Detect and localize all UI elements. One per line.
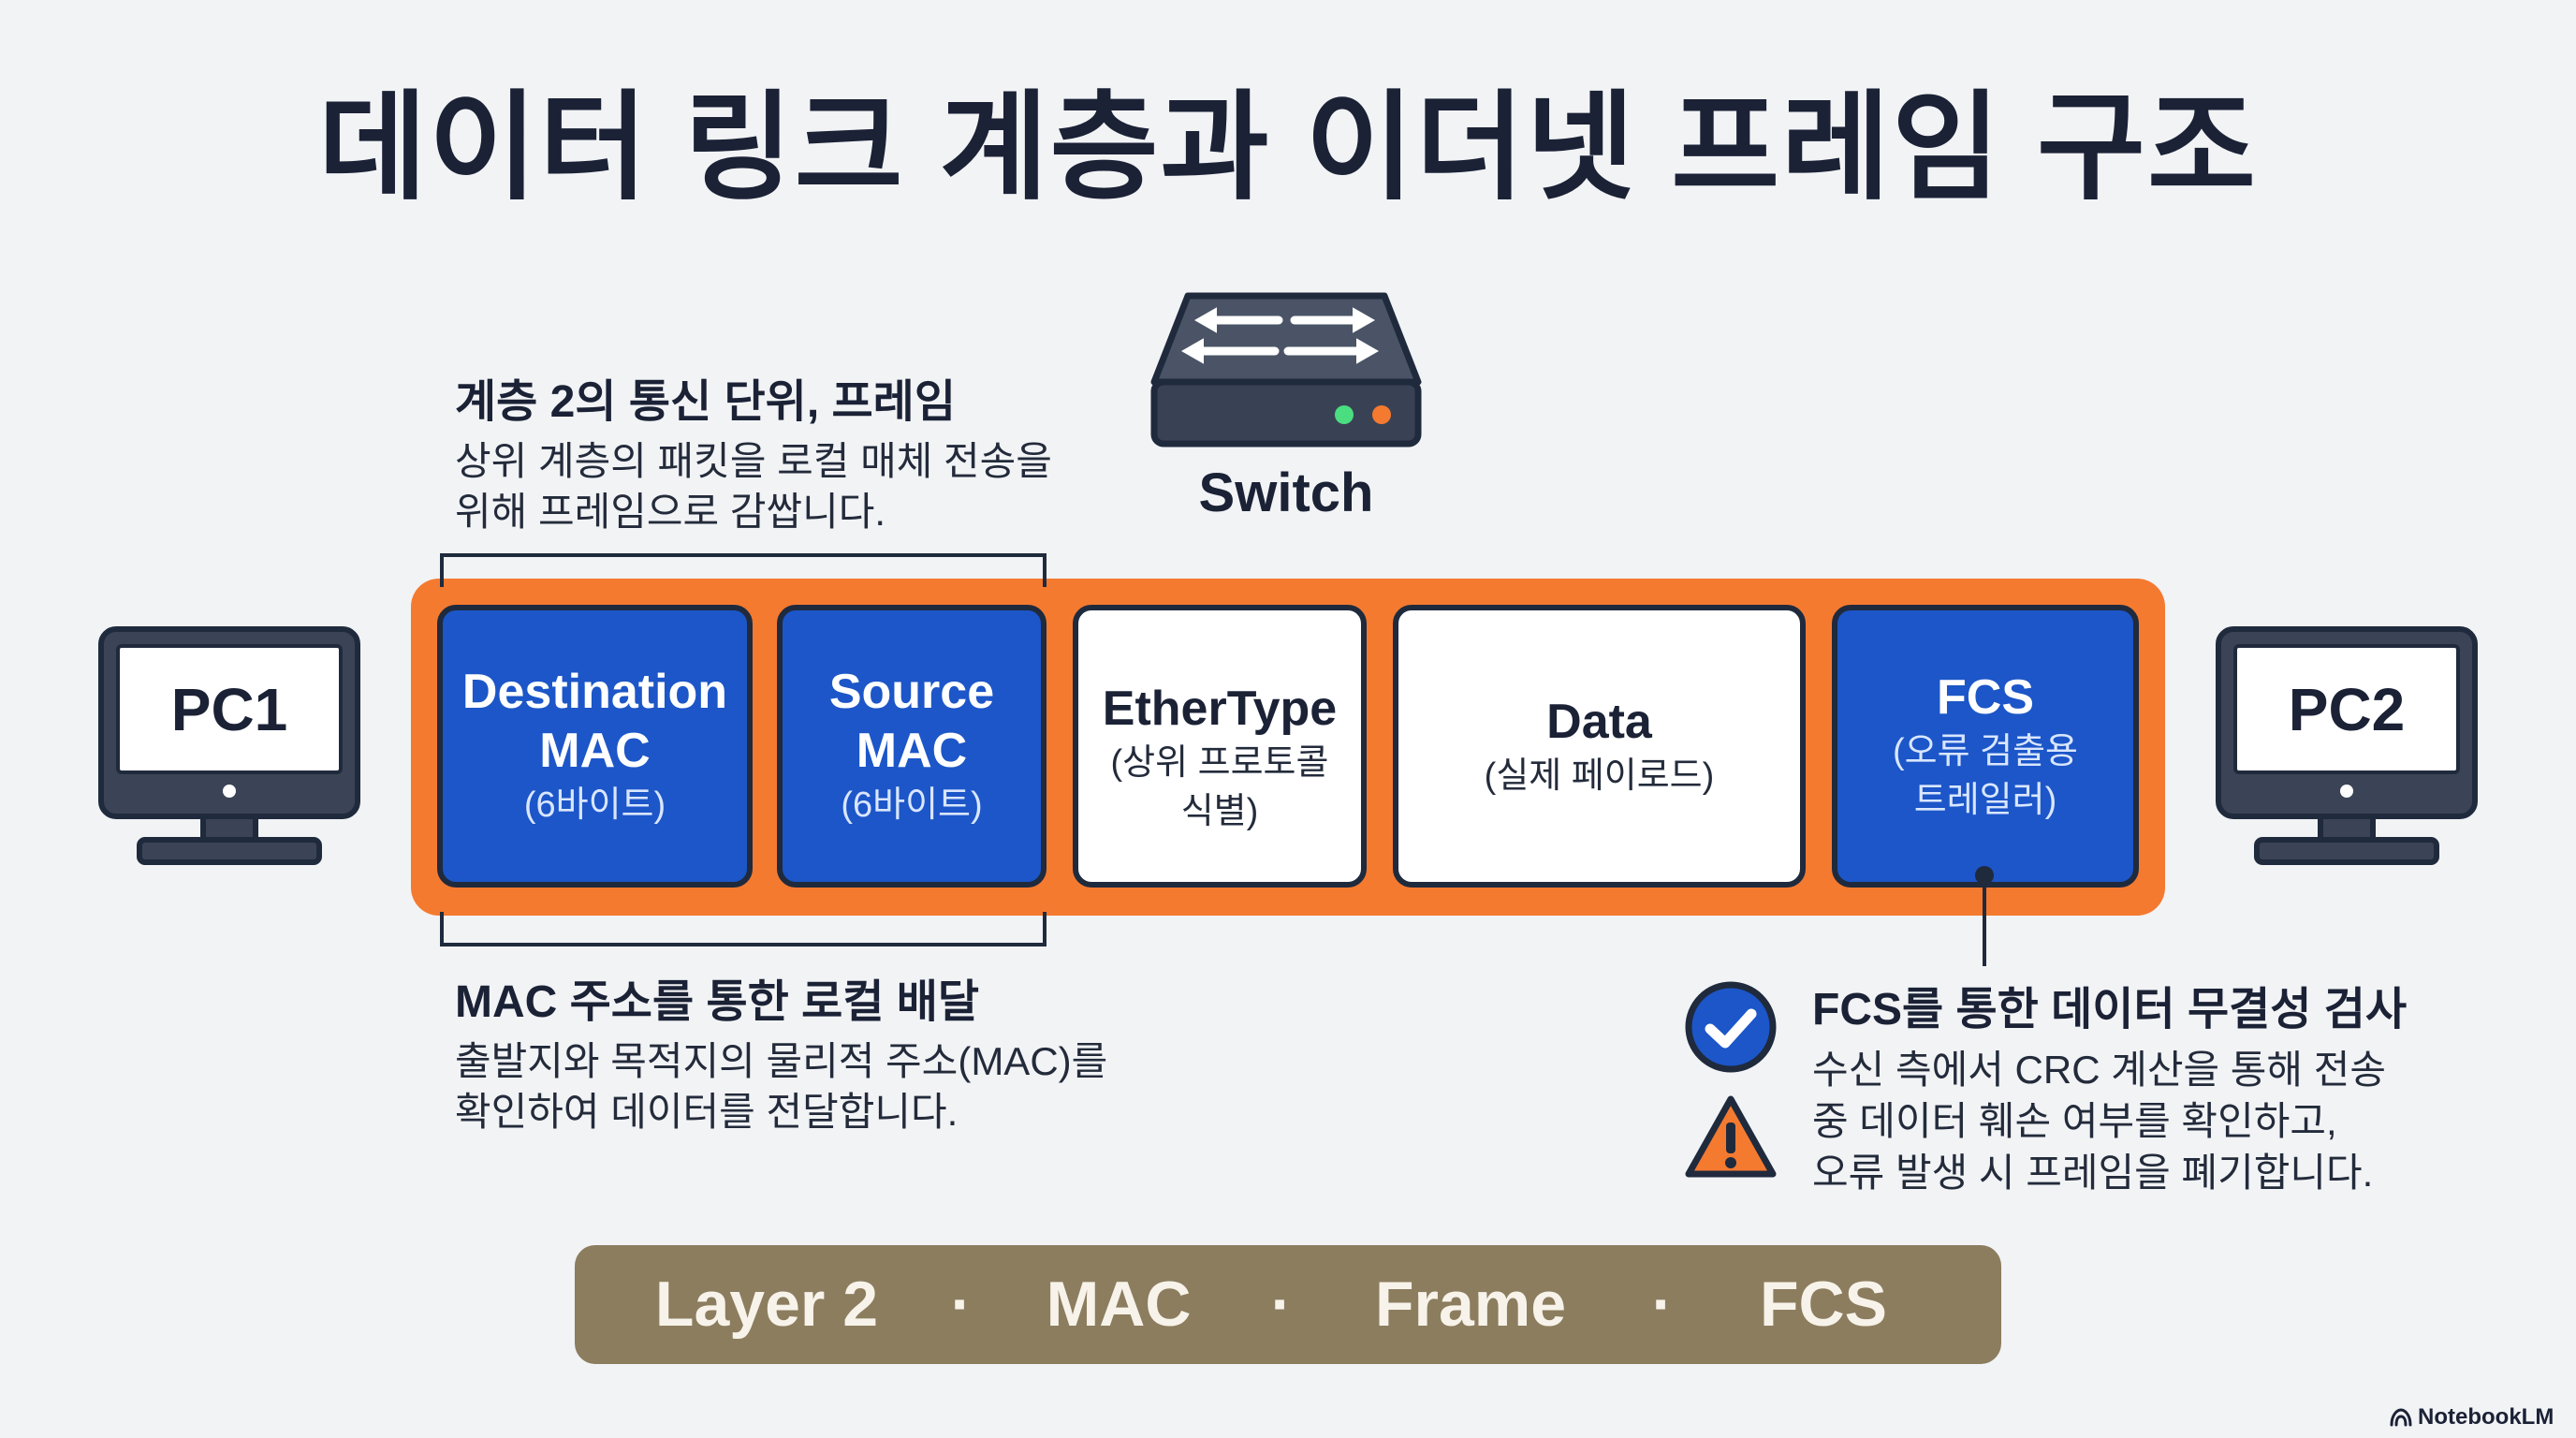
fcs-connector-dot (1975, 866, 1994, 885)
field-detail: (실제 페이로드) (1484, 756, 1715, 796)
annotation-line: 오류 발생 시 프레임을 폐기합니다. (1812, 1151, 2374, 1195)
switch-front-face (1150, 378, 1422, 448)
field-name: MAC (539, 724, 651, 778)
status-led-orange (1372, 405, 1391, 424)
status-led-green (1335, 405, 1354, 424)
annotation-heading: FCS를 통한 데이터 무결성 검사 (1812, 985, 2408, 1034)
keyword-separator: · (1651, 1269, 1674, 1340)
field-name: EtherType (1102, 681, 1338, 736)
field-name: MAC (856, 724, 968, 778)
pc2-device: PC2 (2216, 626, 2478, 866)
annotation-line: 위해 프레임으로 감쌉니다. (455, 490, 886, 534)
field-name: Source (828, 665, 995, 719)
switch-top-face (1150, 292, 1422, 386)
field-detail: 트레일러) (1913, 780, 2057, 820)
annotation-line: 상위 계층의 패킷을 로컬 매체 전송을 (455, 439, 1052, 483)
field-ethertype: EtherType (상위 프로토콜 식별) (1073, 605, 1367, 888)
keyword-item: FCS (1760, 1269, 1887, 1340)
pc1-device: PC1 (98, 626, 360, 866)
annotation-line: 수신 측에서 CRC 계산을 통해 전송 (1812, 1048, 2387, 1092)
monitor-icon (2216, 626, 2478, 865)
field-detail: (6바이트) (841, 785, 983, 825)
page-title: 데이터 링크 계층과 이더넷 프레임 구조 (318, 81, 2258, 213)
annotation-fcs-integrity: FCS를 통한 데이터 무결성 검사 수신 측에서 CRC 계산을 통해 전송 … (1812, 981, 2407, 1198)
annotation-heading: MAC 주소를 통한 로컬 배달 (455, 977, 980, 1027)
annotation-line: 중 데이터 훼손 여부를 확인하고, (1812, 1099, 2337, 1143)
keyword-separator: · (950, 1269, 973, 1340)
annotation-frame-unit: 계층 2의 통신 단위, 프레임 상위 계층의 패킷을 로컬 매체 전송을 위해… (455, 374, 1052, 537)
keyword-separator: · (1270, 1269, 1293, 1340)
keyword-item: Frame (1374, 1269, 1567, 1340)
keyword-bar: Layer 2 · MAC · Frame · FCS (575, 1245, 2001, 1364)
field-detail: (상위 프로토콜 (1110, 742, 1329, 783)
device-label: PC2 (2288, 675, 2406, 743)
field-data: Data (실제 페이로드) (1393, 605, 1806, 888)
device-label: PC1 (170, 675, 288, 743)
field-destination-mac: Destination MAC (6바이트) (437, 605, 753, 888)
field-detail: (6바이트) (523, 785, 666, 825)
notebooklm-logo-icon (2390, 1408, 2412, 1427)
address-bracket (440, 912, 1046, 946)
network-switch-icon (1150, 292, 1422, 448)
header-bracket (440, 553, 1046, 587)
field-name: Destination (461, 665, 728, 719)
keyword-item: Layer 2 (654, 1269, 879, 1340)
warning-icon (1685, 1095, 1777, 1178)
switch-arrows (1180, 307, 1380, 364)
annotation-line: 확인하여 데이터를 전달합니다. (455, 1090, 959, 1134)
annotation-line: 출발지와 목적지의 물리적 주소(MAC)를 (455, 1039, 1108, 1083)
switch-label: Switch (1198, 462, 1374, 523)
annotation-mac-delivery: MAC 주소를 통한 로컬 배달 출발지와 목적지의 물리적 주소(MAC)를 … (455, 974, 1107, 1137)
brand-label: NotebookLM (2418, 1404, 2554, 1430)
field-name: Data (1546, 694, 1652, 749)
field-detail: 식별) (1180, 791, 1259, 831)
monitor-icon (98, 626, 360, 865)
field-name: FCS (1937, 669, 2034, 725)
annotation-heading: 계층 2의 통신 단위, 프레임 (455, 377, 956, 427)
fcs-connector-line (1983, 875, 1986, 966)
field-source-mac: Source MAC (6바이트) (777, 605, 1046, 888)
field-fcs: FCS (오류 검출용 트레일러) (1832, 605, 2139, 888)
keyword-item: MAC (1046, 1269, 1192, 1340)
field-detail: (오류 검출용 (1892, 731, 2078, 771)
check-circle-icon (1685, 981, 1777, 1073)
